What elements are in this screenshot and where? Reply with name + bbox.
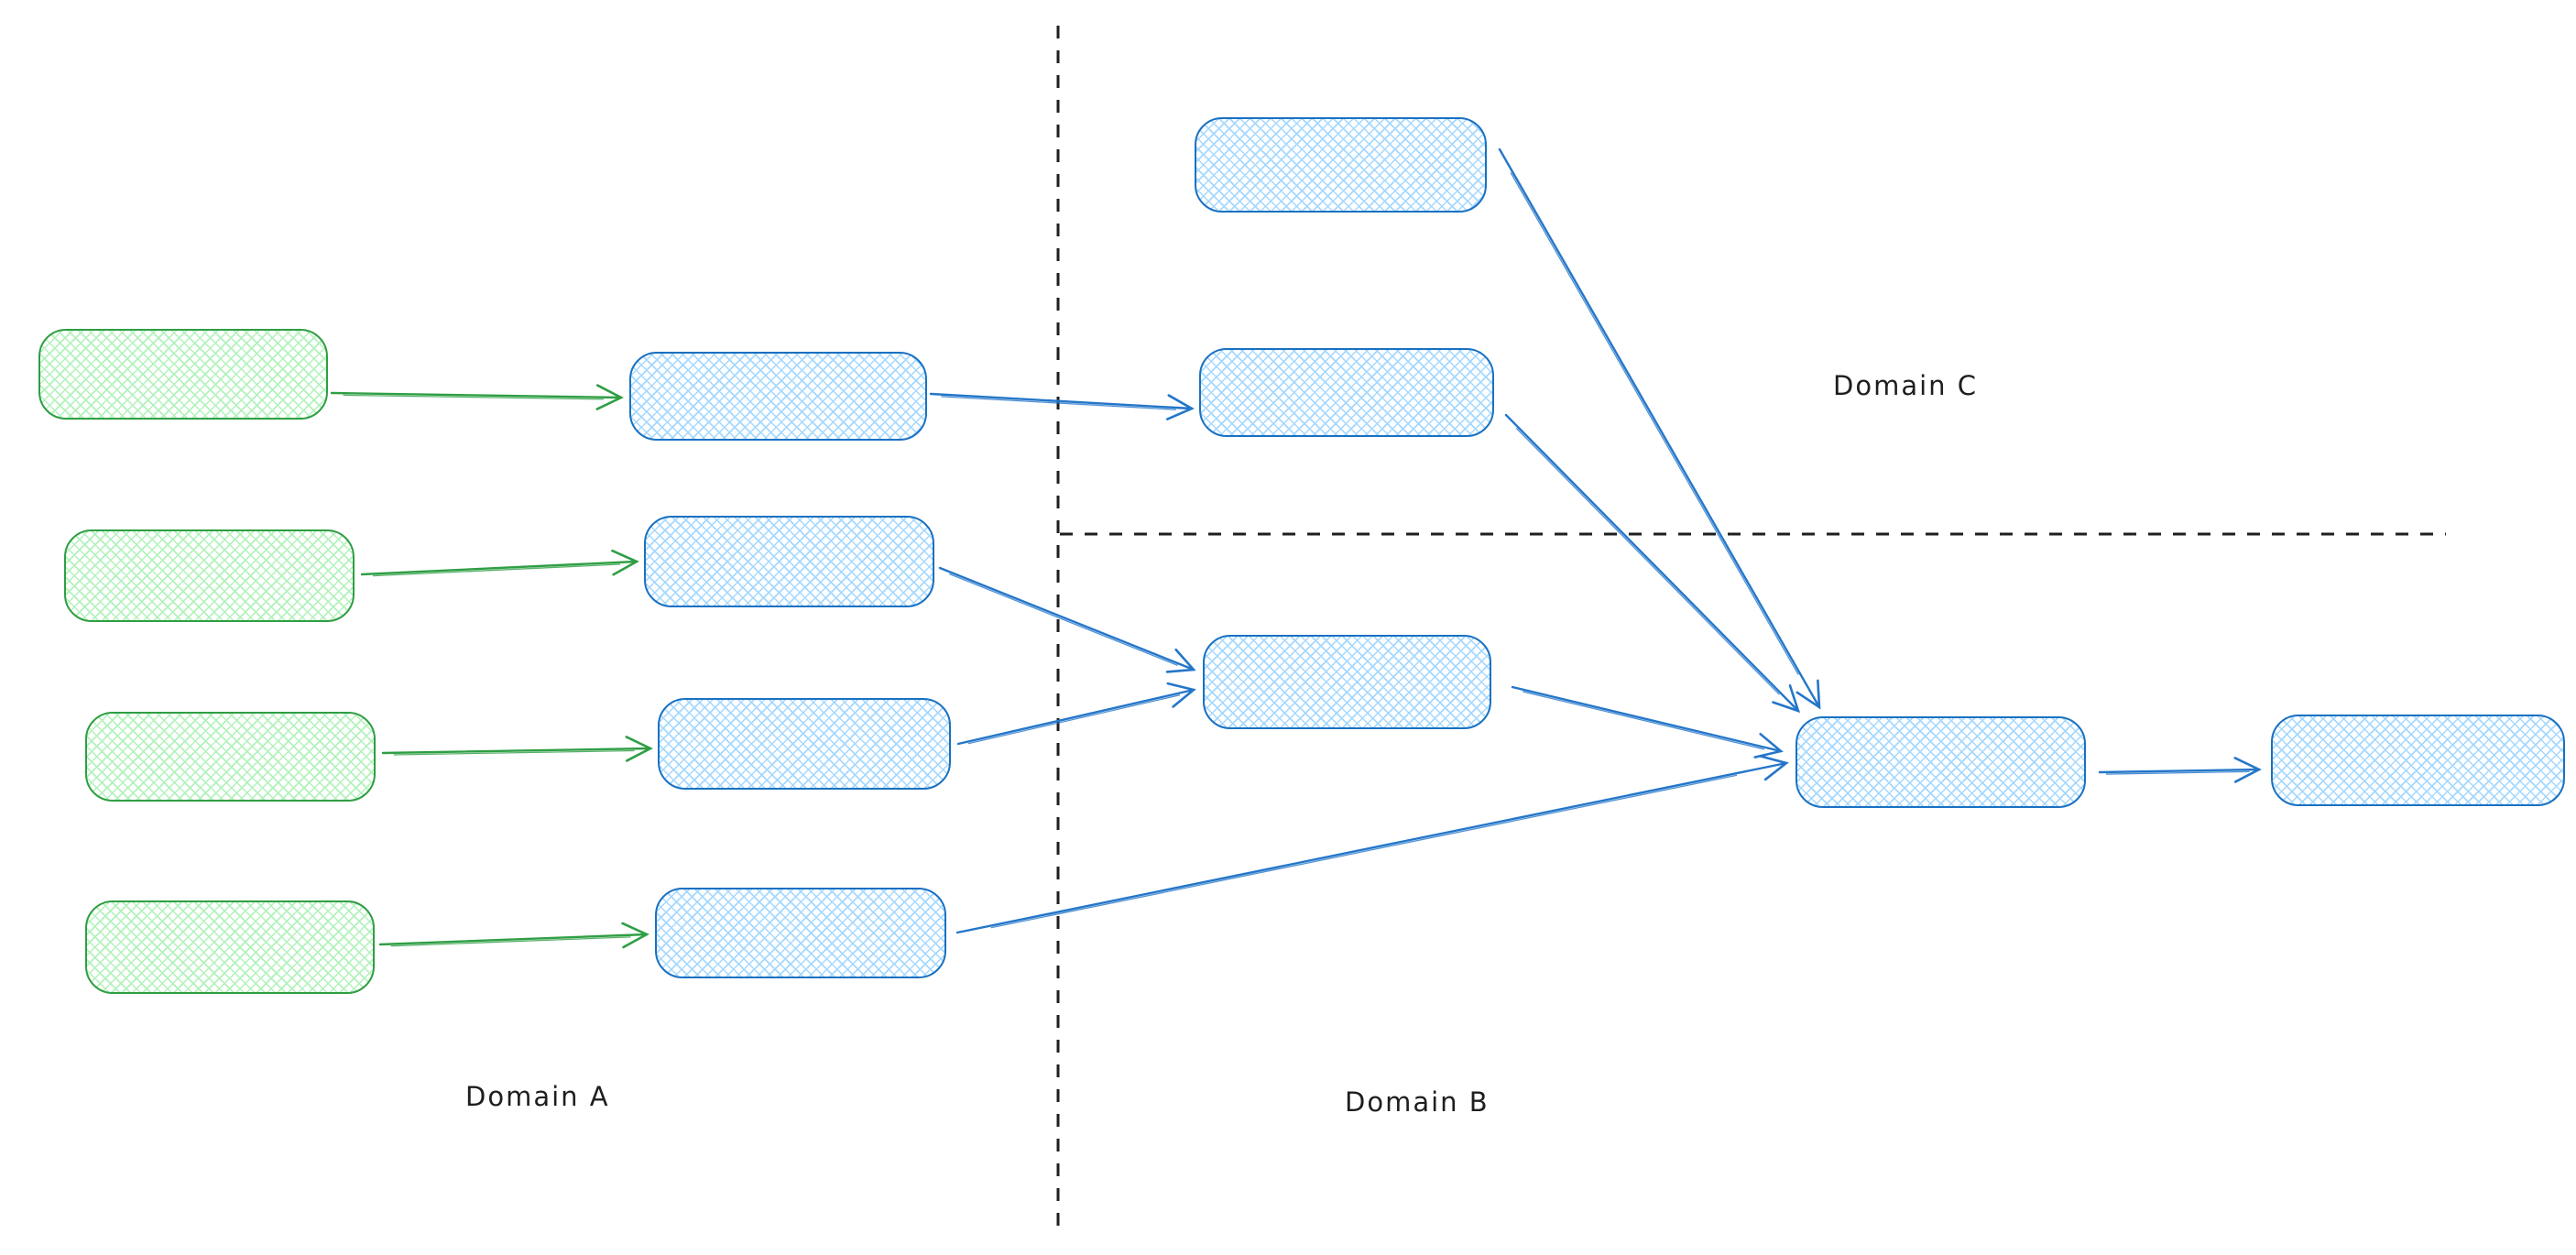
node-blue-b2 xyxy=(1199,348,1494,437)
edge-a4-hub xyxy=(955,755,1789,934)
edge-g1-a1 xyxy=(330,384,624,410)
label-domain-c: Domain C xyxy=(1833,370,1978,401)
edge-echo-g1-a1 xyxy=(343,394,605,400)
node-blue-a3 xyxy=(658,698,951,790)
edge-echo-a3-b3 xyxy=(967,694,1181,745)
node-green-source-1 xyxy=(38,329,328,420)
edge-echo-b1-hub xyxy=(1510,172,1799,675)
edge-b3-hub xyxy=(1511,685,1784,758)
node-green-source-3 xyxy=(85,712,376,802)
edge-a2-b3 xyxy=(938,566,1196,673)
label-domain-a: Domain A xyxy=(465,1081,610,1112)
edge-echo-g2-a2 xyxy=(373,563,621,577)
edge-echo-g4-a4 xyxy=(390,936,631,947)
node-green-source-2 xyxy=(64,529,355,622)
edge-a1-b2 xyxy=(929,392,1195,420)
edge-b1-hub xyxy=(1498,147,1821,710)
node-blue-b3 xyxy=(1203,635,1491,729)
edge-g2-a2 xyxy=(360,549,639,576)
node-blue-a1 xyxy=(629,352,927,441)
edge-echo-hub-out xyxy=(2105,770,2250,775)
edge-a3-b3 xyxy=(956,682,1196,746)
edge-echo-b2-hub xyxy=(1515,428,1780,695)
edge-g3-a3 xyxy=(381,736,653,762)
edge-b2-hub xyxy=(1504,413,1801,714)
edge-hub-out xyxy=(2098,757,2262,783)
node-green-source-4 xyxy=(85,900,375,994)
edge-echo-a4-hub xyxy=(990,774,1738,929)
node-blue-b1 xyxy=(1195,117,1487,213)
label-domain-b: Domain B xyxy=(1345,1086,1490,1118)
edge-echo-a1-b2 xyxy=(941,396,1176,410)
node-blue-hub xyxy=(1796,716,2086,808)
node-blue-output xyxy=(2271,715,2565,806)
edge-echo-a2-b3 xyxy=(949,573,1178,666)
edge-echo-g3-a3 xyxy=(393,749,635,756)
edge-g4-a4 xyxy=(378,922,649,949)
node-blue-a4 xyxy=(655,888,946,978)
node-blue-a2 xyxy=(644,516,934,607)
edge-echo-b3-hub xyxy=(1523,691,1765,750)
